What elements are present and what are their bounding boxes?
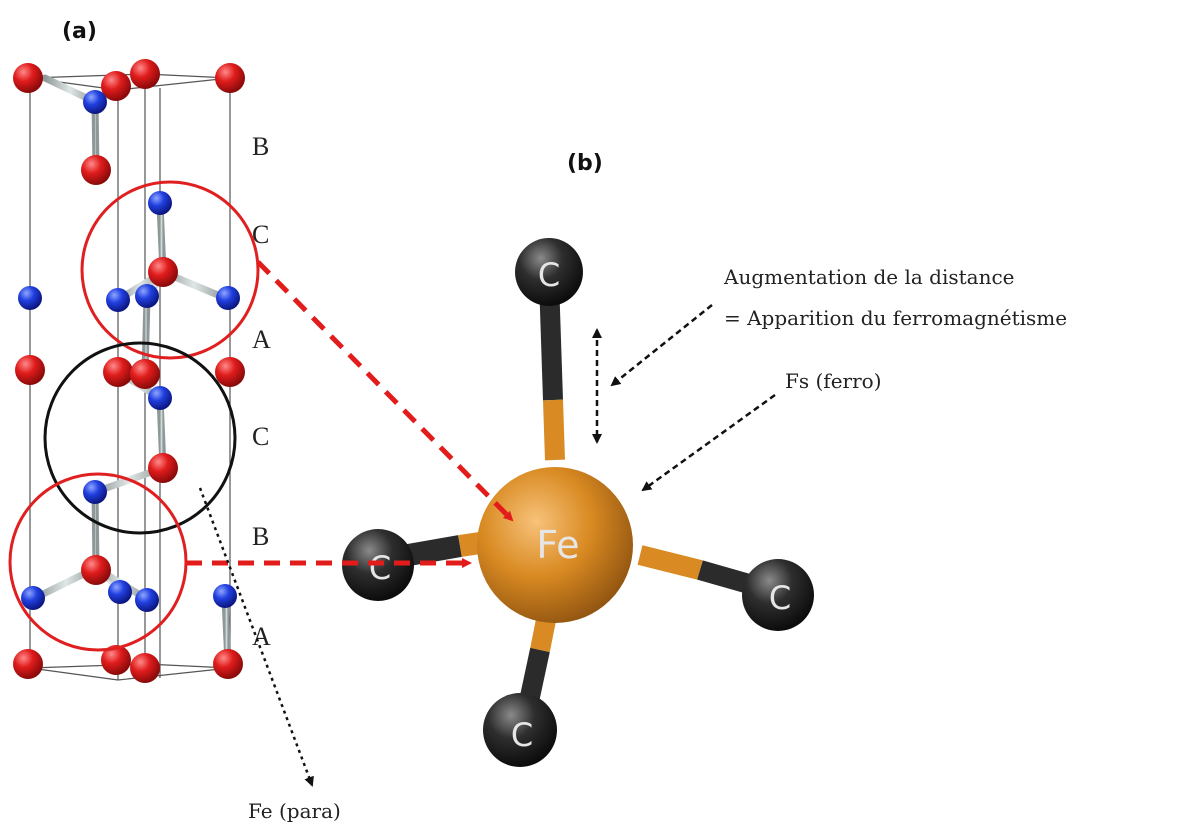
highlight-circle-upper — [80, 180, 260, 360]
distance-annotation-line2: = Apparition du ferromagnétisme — [724, 306, 1067, 330]
carbon-label: C — [369, 549, 391, 587]
red-atom — [215, 357, 245, 387]
carbon-label: C — [511, 716, 533, 754]
red-atom — [148, 453, 178, 483]
layer-label: A — [252, 325, 271, 354]
layer-label: A — [252, 622, 271, 651]
red-atom — [13, 63, 43, 93]
red-atom — [103, 357, 133, 387]
blue-atom — [108, 580, 132, 604]
distance-annotation-line1: Augmentation de la distance — [723, 265, 1015, 289]
red-atom — [15, 355, 45, 385]
blue-atom — [148, 191, 172, 215]
fe-para-annotation: Fe (para) — [248, 799, 341, 823]
red-atom — [213, 649, 243, 679]
panel-a-label: (a) — [62, 19, 97, 44]
blue-atom — [135, 284, 159, 308]
panel-b: (b) C C C — [342, 151, 814, 767]
blue-atom — [21, 586, 45, 610]
blue-atom — [83, 90, 107, 114]
red-atom — [81, 155, 111, 185]
layer-label: C — [252, 422, 269, 451]
nitrogen-atoms — [18, 90, 240, 612]
blue-atom — [135, 588, 159, 612]
red-atom — [101, 645, 131, 675]
blue-atom — [83, 480, 107, 504]
red-atom — [130, 359, 160, 389]
layer-label: C — [252, 220, 269, 249]
iron-label: Fe — [536, 523, 579, 567]
panel-b-label: (b) — [567, 151, 603, 176]
panel-a: (a) — [8, 19, 271, 683]
distance-pointer-arrow — [610, 304, 713, 387]
fs-annotation: Fs (ferro) — [785, 369, 882, 393]
fs-pointer-arrow — [641, 393, 776, 492]
carbon-atom-top: C — [515, 238, 583, 306]
layer-label: B — [252, 132, 269, 161]
blue-atom — [18, 286, 42, 310]
red-atom — [81, 555, 111, 585]
red-atom — [13, 649, 43, 679]
carbon-atom-right: C — [742, 559, 814, 631]
blue-atom — [216, 286, 240, 310]
layer-label: B — [252, 522, 269, 551]
red-arrow-upper — [256, 260, 514, 522]
highlight-circle-middle — [43, 341, 237, 535]
oxygen-atoms — [13, 59, 245, 683]
red-atom — [148, 257, 178, 287]
carbon-label: C — [769, 579, 791, 617]
blue-atom — [106, 288, 130, 312]
blue-atom — [148, 386, 172, 410]
carbon-atom-bottom: C — [483, 693, 557, 767]
carbon-label: C — [538, 256, 560, 294]
black-dashed-arrows — [592, 304, 776, 492]
red-dashed-arrows — [186, 260, 514, 568]
red-atom — [130, 653, 160, 683]
blue-atom — [213, 584, 237, 608]
red-atom — [215, 63, 245, 93]
red-atom — [130, 59, 160, 89]
red-atom — [101, 71, 131, 101]
iron-atom: Fe — [477, 467, 633, 623]
